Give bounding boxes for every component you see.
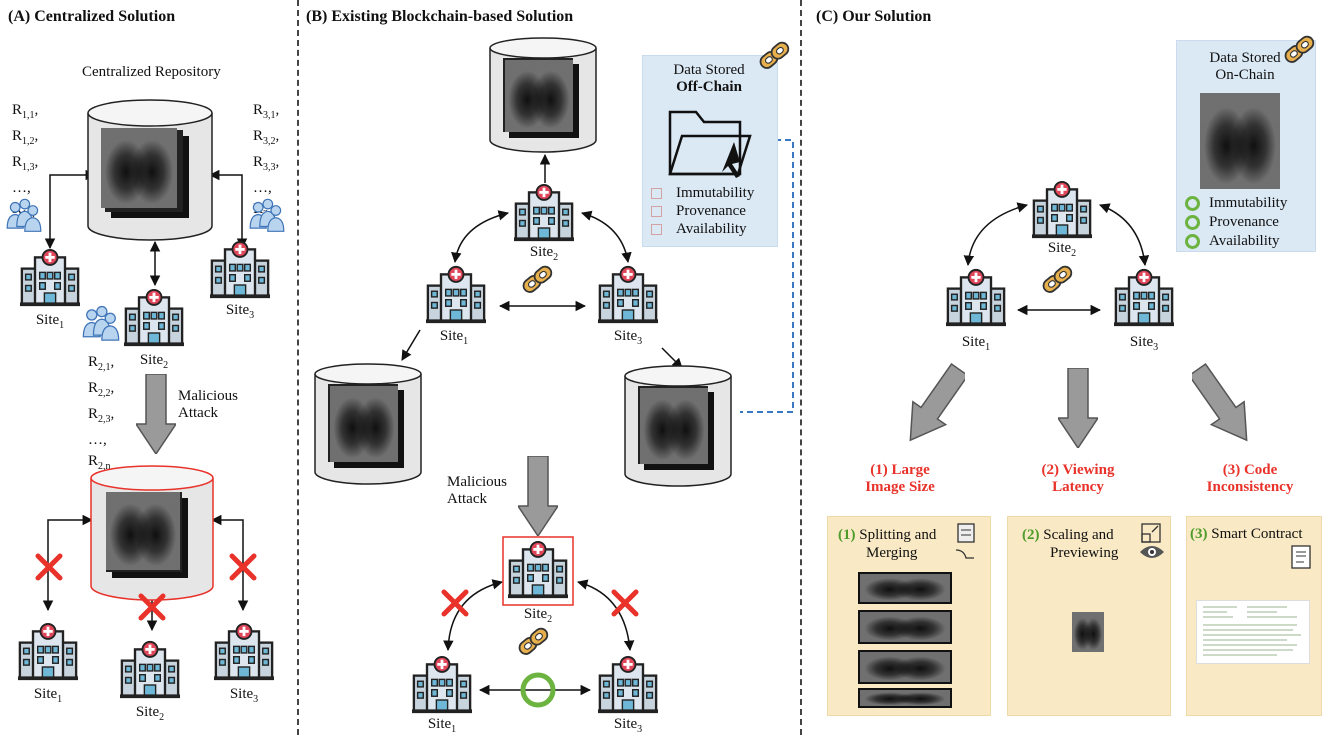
solution-2-label: (2) Scaling and Previewing bbox=[1022, 527, 1119, 561]
chain-link-icon bbox=[757, 38, 793, 74]
xray-slice-2 bbox=[858, 610, 952, 644]
document-icon bbox=[1291, 545, 1311, 569]
site2-label: Site2 bbox=[1047, 240, 1077, 259]
records-site2: R2,1,R2,2,R2,3,…,R2,n bbox=[88, 354, 115, 472]
centralized-repository-label: Centralized Repository bbox=[82, 64, 221, 80]
xray-image-icon bbox=[505, 60, 573, 132]
site3-label: Site3 bbox=[613, 328, 643, 347]
solution-1-label: (1) Splitting and Merging bbox=[838, 527, 937, 561]
red-x-icon bbox=[137, 592, 167, 622]
hospital-icon bbox=[410, 655, 474, 715]
xray-preview-icon bbox=[1072, 612, 1104, 652]
site1-label: Site1 bbox=[33, 686, 63, 705]
hospital-icon bbox=[596, 655, 660, 715]
site3-label: Site3 bbox=[229, 686, 259, 705]
hospital-icon bbox=[596, 265, 660, 325]
red-x-icon bbox=[440, 588, 470, 618]
folder-icon bbox=[668, 110, 752, 178]
chain-link-icon bbox=[1040, 262, 1076, 298]
green-circle-icon bbox=[1185, 196, 1200, 212]
onchain-properties: Immutability Provenance Availability bbox=[1185, 194, 1287, 251]
site1-label: Site1 bbox=[439, 328, 469, 347]
down-arrow-icon bbox=[1058, 368, 1098, 448]
hospital-icon bbox=[18, 248, 82, 308]
hospital-icon bbox=[118, 640, 182, 700]
hospital-icon bbox=[208, 240, 272, 300]
green-circle-icon bbox=[1185, 215, 1200, 231]
xray-image-icon bbox=[640, 388, 708, 464]
divider-a-b bbox=[297, 0, 299, 735]
empty-check-icon bbox=[651, 188, 662, 200]
eye-icon bbox=[1140, 546, 1164, 558]
solution-3-label: (3) Smart Contract bbox=[1190, 526, 1303, 542]
site2-label: Site2 bbox=[523, 606, 553, 625]
split-merge-icon bbox=[955, 523, 975, 559]
site1-label: Site1 bbox=[35, 312, 65, 331]
empty-check-icon bbox=[651, 224, 662, 236]
green-circle-icon bbox=[1185, 234, 1200, 250]
panel-c-title: (C) Our Solution bbox=[816, 8, 932, 25]
hospital-icon bbox=[424, 265, 488, 325]
xray-image-icon bbox=[330, 386, 398, 462]
down-arrow-icon bbox=[1192, 362, 1248, 442]
panel-b-title: (B) Existing Blockchain-based Solution bbox=[306, 8, 574, 25]
down-arrow-icon bbox=[518, 456, 558, 536]
empty-check-icon bbox=[651, 206, 662, 218]
resize-icon bbox=[1141, 523, 1161, 543]
xray-image-icon bbox=[1200, 93, 1280, 189]
chain-link-icon bbox=[516, 624, 552, 660]
hospital-icon bbox=[1030, 180, 1094, 240]
site1-label: Site1 bbox=[961, 334, 991, 353]
xray-slice-4 bbox=[858, 688, 952, 708]
smart-contract-code-preview bbox=[1196, 600, 1310, 664]
site3-label: Site3 bbox=[225, 302, 255, 321]
people-icon bbox=[247, 192, 287, 237]
site2-label: Site2 bbox=[529, 244, 559, 263]
hospital-icon bbox=[212, 622, 276, 682]
red-x-icon bbox=[610, 588, 640, 618]
hospital-icon bbox=[506, 540, 570, 600]
xray-slice-1 bbox=[858, 572, 952, 604]
down-arrow-icon bbox=[909, 362, 965, 442]
divider-b-c bbox=[800, 0, 802, 735]
people-icon bbox=[4, 192, 44, 237]
panel-a-title: (A) Centralized Solution bbox=[8, 8, 176, 25]
xray-slice-3 bbox=[858, 650, 952, 684]
hospital-icon bbox=[122, 288, 186, 348]
down-arrow-icon bbox=[136, 374, 176, 454]
site1-label: Site1 bbox=[427, 716, 457, 735]
site3-label: Site3 bbox=[1129, 334, 1159, 353]
xray-image-icon bbox=[101, 128, 177, 208]
hospital-icon bbox=[16, 622, 80, 682]
green-circle-icon bbox=[523, 675, 553, 705]
offchain-properties: Immutability Provenance Availability bbox=[651, 184, 754, 238]
red-x-icon bbox=[34, 552, 64, 582]
hospital-icon bbox=[1112, 268, 1176, 328]
offchain-box bbox=[642, 55, 778, 247]
site2-label: Site2 bbox=[139, 352, 169, 371]
hospital-icon bbox=[944, 268, 1008, 328]
hospital-icon bbox=[512, 183, 576, 243]
chain-link-icon bbox=[1282, 32, 1318, 68]
xray-image-icon bbox=[106, 492, 180, 570]
site3-label: Site3 bbox=[613, 716, 643, 735]
site2-label: Site2 bbox=[135, 704, 165, 723]
chain-link-icon bbox=[520, 262, 556, 298]
red-x-icon bbox=[228, 552, 258, 582]
